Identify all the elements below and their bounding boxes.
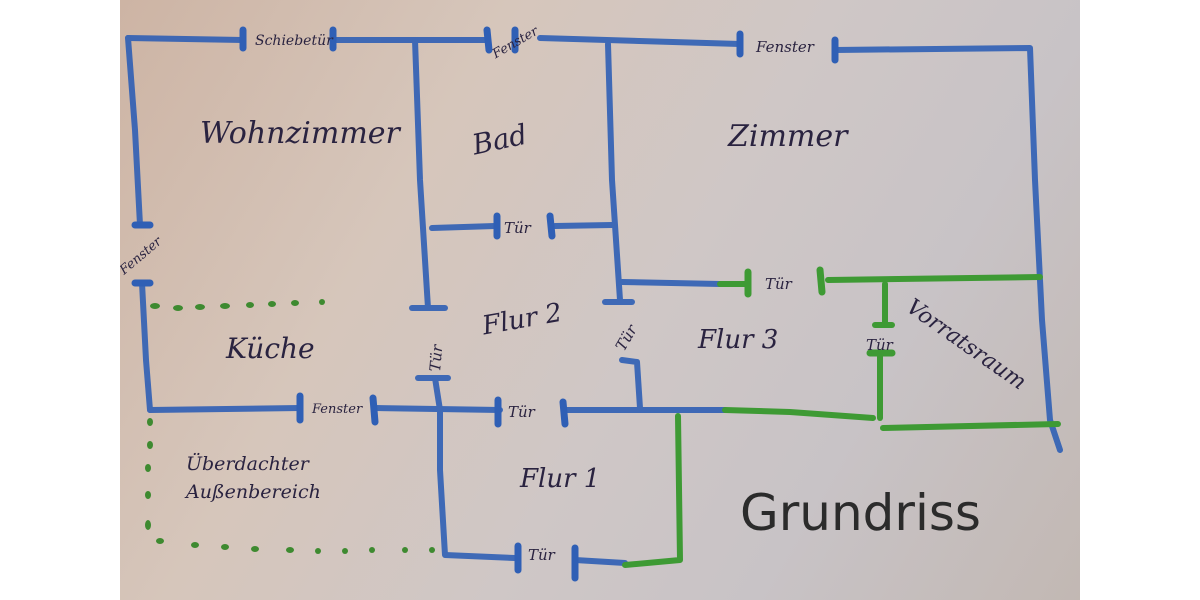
label-fenster-kueche: Fenster: [311, 402, 363, 417]
label-tuer-flur3: Tür: [612, 321, 641, 354]
green-jambs: [744, 266, 896, 357]
label-tuer-vorrat: Tür: [866, 336, 894, 354]
label-schiebetuer: Schiebetür: [255, 33, 334, 49]
floor-plan-drawing: Wohnzimmer Bad Zimmer Küche Flur 2 Flur …: [120, 24, 1063, 582]
label-fenster-left: Fenster: [120, 234, 166, 279]
room-label-bad: Bad: [468, 118, 530, 162]
blue-jambs: [131, 26, 839, 582]
plan-title: Grundriss: [740, 484, 981, 542]
label-tuer-bad: Tür: [504, 219, 532, 237]
room-label-kueche: Küche: [225, 332, 315, 365]
label-tuer-flur1-top: Tür: [508, 403, 536, 421]
room-label-zimmer: Zimmer: [727, 119, 849, 154]
room-label-flur1: Flur 1: [519, 464, 600, 494]
room-label-aussen-line2: Außenbereich: [184, 481, 321, 503]
green-dotted-lines: [145, 299, 435, 554]
room-label-aussen-line1: Überdachter: [186, 452, 311, 475]
room-label-flur3: Flur 3: [697, 325, 778, 355]
blue-walls: [125, 35, 1063, 566]
label-tuer-flur1-bottom: Tür: [528, 546, 556, 564]
room-label-flur2: Flur 2: [479, 298, 564, 342]
room-label-wohnzimmer: Wohnzimmer: [200, 116, 402, 151]
green-walls: [622, 274, 1061, 568]
label-tuer-kueche: Tür: [426, 343, 446, 372]
floor-plan-photo: Wohnzimmer Bad Zimmer Küche Flur 2 Flur …: [120, 0, 1080, 600]
room-label-vorratsraum: Vorratsraum: [902, 294, 1031, 395]
label-fenster-top-right: Fenster: [755, 38, 815, 56]
label-tuer-zimmer: Tür: [765, 275, 793, 293]
